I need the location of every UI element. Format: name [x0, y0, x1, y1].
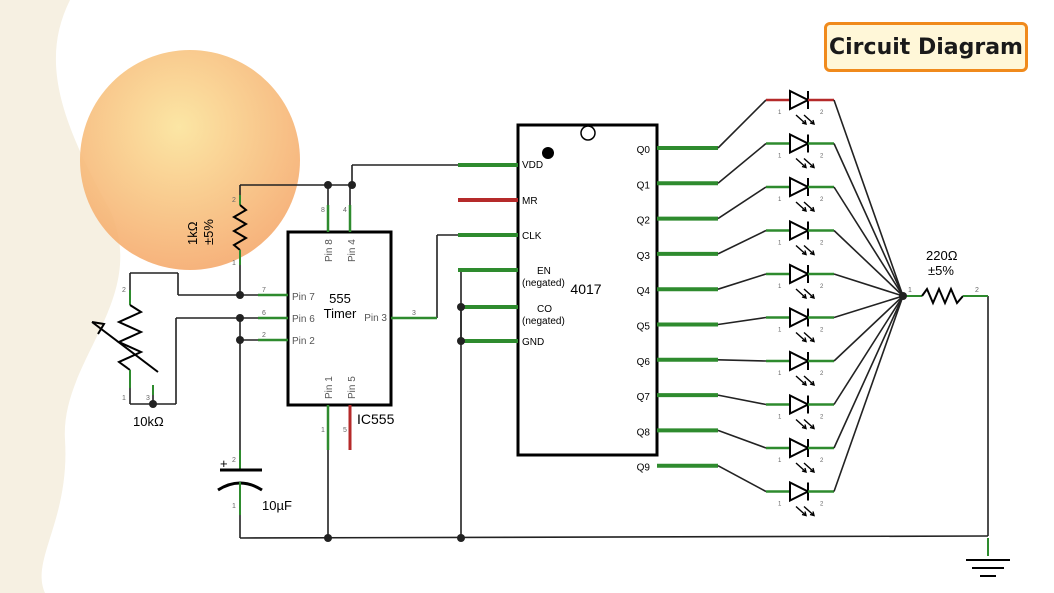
ground-symbol	[966, 538, 1010, 577]
output-q1-label: Q1	[637, 180, 651, 191]
output-q8-label: Q8	[637, 427, 651, 438]
output-q2-label: Q2	[637, 216, 651, 227]
pot-value: 10kΩ	[133, 414, 164, 429]
ic4017-name: 4017	[570, 281, 601, 297]
svg-text:2: 2	[820, 415, 824, 421]
svg-text:2: 2	[820, 197, 824, 203]
resistor-1k: 1kΩ ±5% 2 1	[185, 195, 248, 267]
orange-background-blob	[80, 50, 300, 270]
en-label: EN	[537, 266, 551, 277]
co-label: CO	[537, 304, 552, 315]
pin-number-8: 8	[321, 207, 325, 214]
pin-number-6: 6	[262, 310, 266, 317]
pin6-label: Pin 6	[292, 314, 315, 325]
cap-pin-top: 2	[232, 457, 236, 464]
svg-text:2: 2	[820, 328, 824, 334]
svg-text:1: 1	[778, 110, 782, 116]
r2-value: 220Ω	[926, 248, 958, 263]
pot-pin2: 2	[122, 287, 126, 294]
r1-pin-top: 2	[232, 197, 236, 204]
pot-pin1: 1	[122, 395, 126, 402]
svg-text:2: 2	[820, 241, 824, 247]
pin3-label: Pin 3	[364, 313, 387, 324]
pin1-dot-icon	[542, 147, 554, 159]
output-q7-label: Q7	[637, 392, 651, 403]
en-negated-label: (negated)	[522, 278, 565, 289]
r2-pin1: 1	[908, 287, 912, 294]
svg-text:1: 1	[778, 415, 782, 421]
pot-pin3: 3	[146, 395, 150, 402]
potentiometer-10k: 10kΩ 2 1 3	[91, 287, 164, 429]
output-q9-label: Q9	[637, 463, 651, 474]
svg-text:1: 1	[778, 328, 782, 334]
svg-text:1: 1	[778, 371, 782, 377]
svg-text:1: 1	[778, 241, 782, 247]
svg-text:2: 2	[820, 371, 824, 377]
vdd-label: VDD	[522, 160, 543, 171]
output-q3-label: Q3	[637, 251, 651, 262]
svg-text:1: 1	[778, 284, 782, 290]
pin2-label: Pin 2	[292, 336, 315, 347]
ic555-name: 555	[329, 291, 351, 306]
r1-tolerance: ±5%	[201, 219, 216, 245]
pin4-label: Pin 4	[347, 239, 358, 262]
output-q4-label: Q4	[637, 286, 651, 297]
pin-number-4: 4	[343, 207, 347, 214]
pin7-label: Pin 7	[292, 292, 315, 303]
svg-text:2: 2	[820, 110, 824, 116]
svg-text:1: 1	[778, 154, 782, 160]
svg-text:2: 2	[820, 154, 824, 160]
clk-label: CLK	[522, 231, 542, 242]
output-q5-label: Q5	[637, 322, 651, 333]
r1-value: 1kΩ	[185, 221, 200, 245]
pin-number-2: 2	[262, 332, 266, 339]
ic4017-chip: 4017 VDD MR CLK EN (negated) CO (negated…	[516, 123, 659, 474]
cap-plus: +	[220, 456, 228, 471]
r1-pin-bottom: 1	[232, 260, 236, 267]
co-negated-label: (negated)	[522, 316, 565, 327]
ic555-chip: 555 Timer IC555 Pin 7 Pin 6 Pin 2 Pin 3 …	[286, 230, 395, 427]
pin-number-3: 3	[412, 310, 416, 317]
svg-text:2: 2	[820, 502, 824, 508]
svg-text:1: 1	[778, 458, 782, 464]
circuit-diagram-title: Circuit Diagram	[824, 22, 1028, 72]
svg-text:1: 1	[778, 197, 782, 203]
mr-label: MR	[522, 196, 538, 207]
r2-pin2: 2	[975, 287, 979, 294]
svg-text:2: 2	[820, 284, 824, 290]
pin1-label: Pin 1	[324, 376, 335, 399]
pin-number-5: 5	[343, 427, 347, 434]
svg-text:2: 2	[820, 458, 824, 464]
svg-text:1: 1	[778, 502, 782, 508]
r2-tolerance: ±5%	[928, 263, 954, 278]
output-q0-label: Q0	[637, 145, 651, 156]
pin5-label: Pin 5	[347, 376, 358, 399]
pin-number-7: 7	[262, 287, 266, 294]
ic555-subname: Timer	[324, 306, 357, 321]
cap-value: 10µF	[262, 498, 292, 513]
capacitor-10uf: + 10µF 2 1	[217, 450, 292, 515]
pin8-label: Pin 8	[324, 239, 335, 262]
resistor-220: 220Ω ±5% 1 2	[905, 248, 988, 306]
pin-number-1: 1	[321, 427, 325, 434]
ic555-ref-label: IC555	[357, 411, 395, 427]
cap-pin-bottom: 1	[232, 503, 236, 510]
cream-background-shape	[0, 0, 121, 593]
gnd-label: GND	[522, 337, 544, 348]
output-q6-label: Q6	[637, 357, 651, 368]
